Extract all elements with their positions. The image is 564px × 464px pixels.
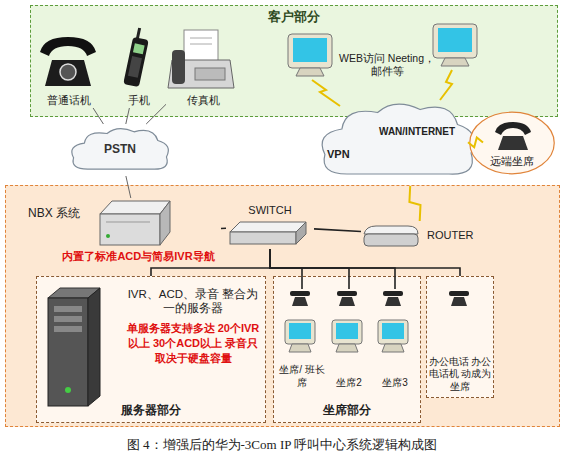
node-text: 内置了标准ACD与简易IVR导航 [56, 250, 221, 264]
note-label: WEB访问 Neeting，邮件等 [338, 52, 436, 78]
node-text: 坐席/ 班长席 [279, 364, 325, 389]
lightning-connector [468, 137, 483, 147]
node-text: 坐席部分 [274, 403, 420, 418]
seat-icons [290, 291, 469, 306]
fax-icon [168, 30, 234, 88]
lightning-link [312, 80, 340, 106]
figure-caption: 图 4：增强后的华为-3Com IP 呼叫中心系统逻辑构成图 [0, 437, 564, 453]
lightning-link [440, 70, 452, 100]
wire-connector [146, 104, 166, 124]
wire-connector [126, 176, 131, 198]
node-text: 手机 [116, 94, 161, 108]
network-cloud: VPN WAN/INTERNET [313, 96, 483, 186]
wire-connector [270, 249, 395, 289]
lightning-connector [409, 186, 420, 221]
mobile-phone-icon [123, 27, 151, 87]
pstn-cloud: PSTN [66, 124, 174, 176]
device-node: 手机 [116, 26, 161, 108]
node-text: IVR、ACD、录音 整合为一的服务器 [125, 287, 261, 316]
device-node: 传真机 [166, 26, 241, 108]
desk-phone-icon [40, 37, 96, 86]
node-text: 普通话机 [36, 94, 101, 108]
wire-connector [314, 229, 361, 232]
office-phone-group: 办公电话 办公电话机 动成为坐席 [426, 276, 494, 398]
node-text: 单服务器支持多达 20个IVR以上 30个ACD以上 录音只取决于硬盘容量 [125, 321, 261, 366]
node-text: WAN/INTERNET [379, 126, 455, 139]
seat-node: 坐席2 [327, 289, 371, 389]
node-text: 坐席3 [373, 377, 417, 390]
switch-node: SWITCH [226, 204, 314, 249]
node-text: 办公电话 办公电话机 动成为坐席 [427, 356, 493, 394]
router-device [364, 226, 418, 246]
device-node: 普通话机 [36, 31, 101, 108]
nbx-device [100, 201, 170, 245]
seat-node: 坐席/ 班长席 [279, 289, 325, 389]
node-text: 服务器部分 [37, 403, 265, 418]
remote-seat-circle: 远端坐席 [468, 110, 556, 176]
seat-group: 坐席部分 坐席/ 班长席坐席2坐席3 [273, 276, 421, 423]
switch-device [230, 222, 306, 244]
nbx-device-node: 内置了标准ACD与简易IVR导航 [56, 198, 221, 266]
remote-phone-icon [495, 122, 531, 150]
node-text: SWITCH [226, 204, 314, 218]
customer-band: 客户部分普通话机 手机传真机 [30, 5, 558, 117]
node-text: NBX 系统 [28, 206, 80, 221]
computer-icon [288, 34, 332, 76]
wire-connector [151, 249, 270, 276]
node-text: 传真机 [166, 94, 241, 108]
seat-node: 坐席3 [373, 289, 417, 389]
server-tower [48, 288, 100, 406]
seat-computers [285, 320, 408, 352]
node-text: ROUTER [427, 229, 473, 243]
node-text: PSTN [66, 142, 174, 157]
wire-connector [126, 108, 130, 124]
nbx-band: NBX 系统内置了标准ACD与简易IVR导航 SWITCH ROUTER IVR、AC… [5, 185, 560, 427]
wire-connector [270, 249, 460, 276]
wire-connector [270, 249, 302, 289]
node-text: VPN [327, 148, 350, 162]
wire-connector [270, 249, 349, 289]
router-node: ROUTER [361, 221, 486, 249]
wire-connector [221, 228, 226, 230]
computer-icon [433, 24, 477, 66]
server-group: IVR、ACD、录音 整合为一的服务器单服务器支持多达 20个IVR以上 30个… [36, 276, 266, 423]
cloud-outline [313, 96, 483, 186]
wire-connector [93, 108, 103, 124]
node-text: 坐席2 [327, 377, 371, 390]
node-text: 客户部分 [31, 9, 557, 25]
node-text: 远端坐席 [468, 155, 556, 169]
